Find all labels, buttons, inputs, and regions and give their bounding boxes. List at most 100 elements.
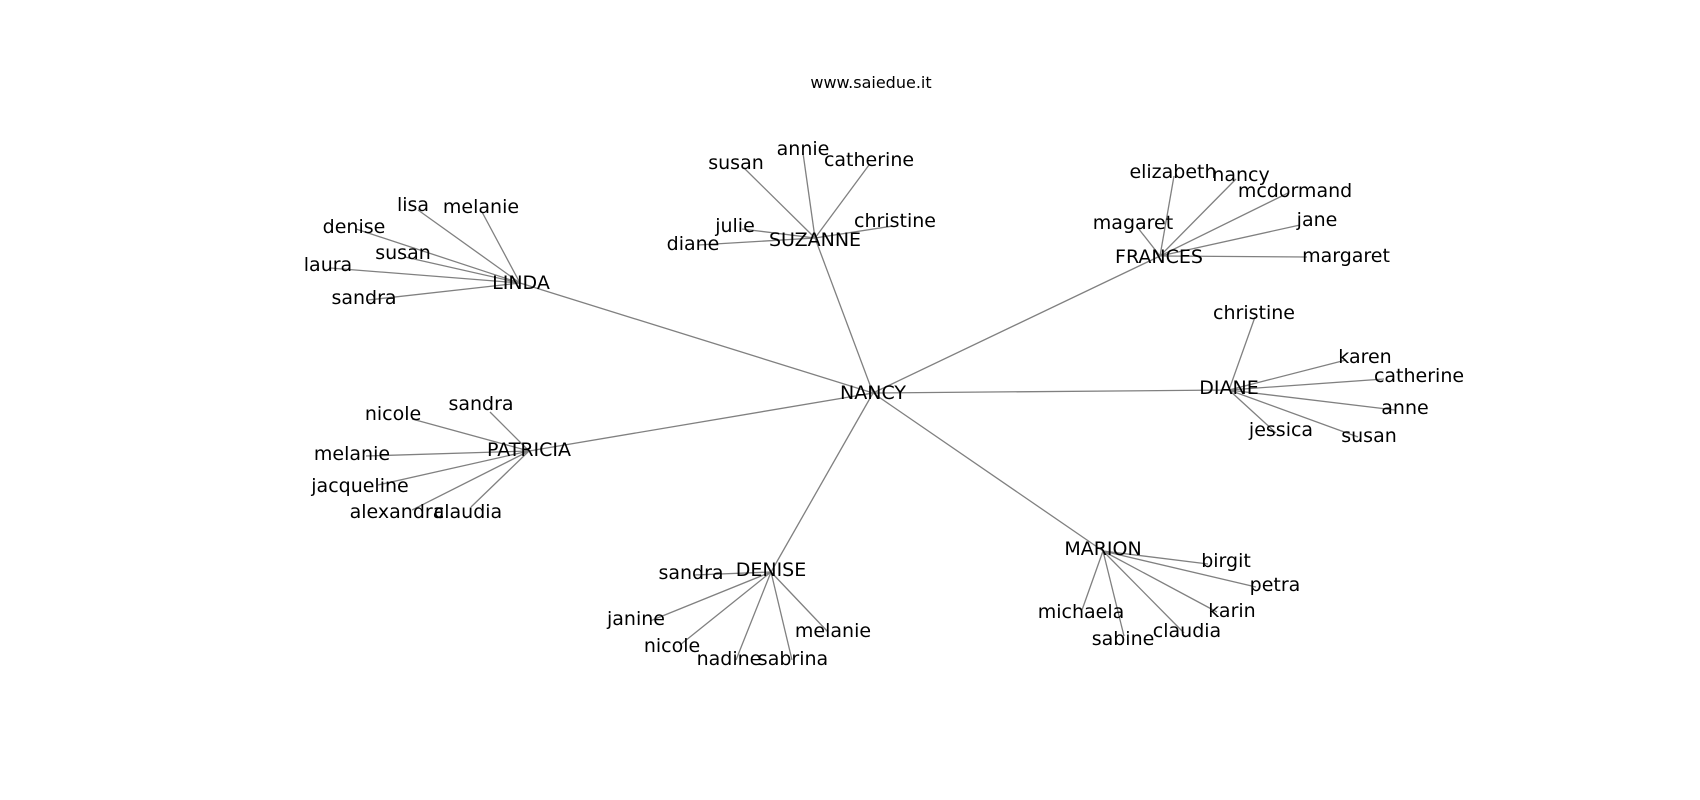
node-hub-diane: DIANE [1199, 377, 1258, 399]
node-leaf-suzanne-julie: julie [714, 215, 755, 237]
node-center-nancy: NANCY [840, 382, 906, 404]
node-leaf-patricia-claudia: claudia [434, 501, 502, 523]
edge-nancy-linda [519, 282, 874, 394]
node-leaf-frances-magaret: magaret [1093, 212, 1173, 234]
labels-layer: NANCY LINDA lisa melanie denise susan laura san… [304, 138, 1464, 670]
node-leaf-patricia-alexandra: alexandra [350, 501, 445, 523]
node-leaf-diane-susan: susan [1341, 425, 1397, 447]
edge-linda-susan [404, 256, 521, 284]
node-leaf-linda-lisa: lisa [397, 194, 429, 216]
edge-nancy-marion [872, 392, 1104, 552]
node-leaf-denise-sabrina: sabrina [758, 648, 828, 670]
node-leaf-linda-denise: denise [323, 216, 386, 238]
node-leaf-diane-jessica: jessica [1248, 419, 1313, 441]
edge-marion-karin [1102, 550, 1218, 613]
edge-linda-denise [355, 228, 521, 284]
node-leaf-denise-janine: janine [606, 608, 665, 630]
node-leaf-diane-karen: karen [1338, 346, 1391, 368]
edge-suzanne-catherine [814, 164, 870, 239]
edge-suzanne-susan [743, 167, 816, 239]
edge-denise-janine [649, 571, 772, 622]
node-leaf-marion-karin: karin [1208, 600, 1255, 622]
edge-patricia-melanie [365, 450, 530, 457]
node-leaf-frances-margaret: margaret [1302, 245, 1390, 267]
edge-marion-sabine [1102, 550, 1125, 637]
edge-suzanne-christine [814, 225, 894, 239]
edge-frances-nancy [1159, 178, 1237, 257]
node-hub-suzanne: SUZANNE [769, 229, 861, 251]
node-leaf-frances-jane: jane [1296, 209, 1338, 231]
node-leaf-suzanne-catherine: catherine [824, 149, 914, 171]
node-leaf-marion-claudia: claudia [1153, 620, 1221, 642]
node-leaf-frances-mcdormand: mcdormand [1238, 180, 1352, 202]
node-leaf-patricia-melanie: melanie [314, 443, 390, 465]
node-leaf-marion-birgit: birgit [1201, 550, 1251, 572]
edge-marion-michaela [1081, 550, 1104, 611]
node-leaf-denise-nadine: nadine [697, 648, 762, 670]
edge-linda-lisa [417, 209, 521, 284]
node-leaf-frances-elizabeth: elizabeth [1129, 161, 1216, 183]
edge-diane-jessica [1228, 389, 1277, 434]
node-leaf-marion-sabine: sabine [1092, 628, 1155, 650]
edge-suzanne-annie [802, 152, 816, 239]
node-hub-linda: LINDA [492, 272, 550, 294]
node-leaf-suzanne-diane: diane [667, 233, 720, 255]
edge-suzanne-julie [741, 228, 816, 239]
edge-patricia-nicole [411, 418, 530, 452]
node-leaf-denise-sandra: sandra [658, 562, 723, 584]
edge-marion-petra [1102, 550, 1257, 588]
node-leaf-frances-nancy: nancy [1212, 164, 1269, 186]
edge-frances-elizabeth [1159, 175, 1175, 257]
edge-nancy-frances [872, 255, 1161, 394]
node-leaf-suzanne-susan: susan [708, 152, 764, 174]
node-leaf-linda-sandra: sandra [331, 287, 396, 309]
edge-nancy-diane [872, 389, 1230, 394]
edge-marion-birgit [1102, 550, 1209, 565]
edge-patricia-alexandra [411, 450, 530, 511]
edge-denise-sandra [693, 571, 772, 576]
node-leaf-patricia-jacqueline: jacqueline [310, 475, 408, 497]
edge-diane-karen [1228, 359, 1347, 391]
edge-linda-laura [329, 267, 521, 284]
edge-frances-magaret [1137, 227, 1161, 257]
site-url-label: www.saiedue.it [810, 73, 931, 92]
edge-diane-catherine [1228, 378, 1385, 391]
node-leaf-denise-nicole: nicole [644, 635, 700, 657]
node-leaf-marion-michaela: michaela [1038, 601, 1125, 623]
node-hub-denise: DENISE [736, 559, 807, 581]
node-leaf-suzanne-christine: christine [854, 210, 936, 232]
edge-nancy-patricia [528, 392, 874, 452]
node-leaf-patricia-nicole: nicole [365, 403, 421, 425]
edge-linda-melanie [481, 211, 521, 284]
node-hub-frances: FRANCES [1115, 246, 1203, 268]
edge-marion-claudia [1102, 550, 1185, 634]
edge-linda-sandra [367, 282, 521, 301]
edge-diane-christine [1228, 316, 1256, 391]
edge-suzanne-diane [697, 237, 816, 246]
node-leaf-diane-christine: christine [1213, 302, 1295, 324]
node-leaf-marion-petra: petra [1250, 574, 1301, 596]
edge-diane-anne [1228, 389, 1396, 411]
edge-nancy-denise [770, 392, 874, 573]
node-leaf-patricia-sandra: sandra [448, 393, 513, 415]
edge-patricia-jacqueline [377, 450, 530, 486]
edge-diane-susan [1228, 389, 1359, 438]
edge-denise-nadine [735, 571, 772, 661]
node-hub-marion: MARION [1064, 538, 1141, 560]
node-leaf-linda-susan: susan [375, 242, 431, 264]
node-leaf-linda-laura: laura [304, 254, 352, 276]
edge-nancy-suzanne [814, 237, 874, 394]
edges-layer [329, 152, 1396, 661]
node-leaf-denise-melanie: melanie [795, 620, 871, 642]
node-leaf-diane-catherine: catherine [1374, 365, 1464, 387]
edge-frances-mcdormand [1159, 192, 1289, 257]
node-leaf-suzanne-annie: annie [777, 138, 830, 160]
edge-denise-melanie [770, 571, 829, 633]
edge-frances-margaret [1159, 255, 1308, 258]
edge-patricia-sandra [489, 411, 530, 452]
edge-denise-nicole [679, 571, 772, 646]
edge-denise-sabrina [770, 571, 793, 661]
edge-patricia-claudia [470, 450, 530, 508]
edge-frances-jane [1159, 224, 1301, 257]
